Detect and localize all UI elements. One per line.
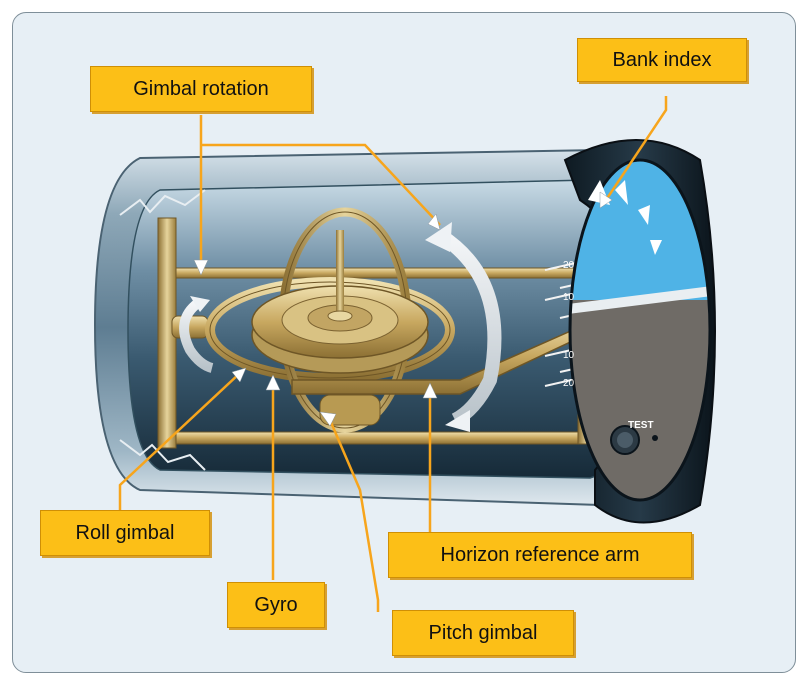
leader-lines <box>118 96 668 612</box>
label-horizon-reference-arm: Horizon reference arm <box>388 532 692 578</box>
label-pitch-gimbal: Pitch gimbal <box>392 610 574 656</box>
rotation-arrow-icon <box>179 222 502 432</box>
label-bank-index: Bank index <box>577 38 747 82</box>
pitch-label-10-top: 10 <box>563 292 575 303</box>
pitch-label-20-bottom: 20 <box>563 378 575 389</box>
label-gimbal-rotation: Gimbal rotation <box>90 66 312 112</box>
gyro-assembly <box>205 207 455 433</box>
label-gyro: Gyro <box>227 582 325 628</box>
pointer-arrow-icon <box>193 191 613 427</box>
pitch-label-10-bottom: 10 <box>563 350 575 361</box>
test-knob-label: TEST <box>628 420 654 431</box>
label-roll-gimbal: Roll gimbal <box>40 510 210 556</box>
pitch-label-20-top: 20 <box>563 260 575 271</box>
